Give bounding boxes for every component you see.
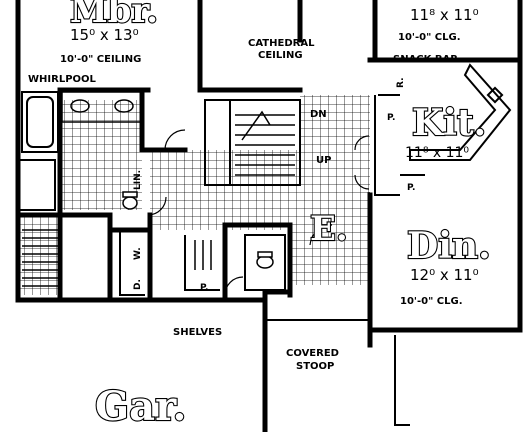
master-bedroom-name: Mbr.: [70, 0, 158, 31]
dining-dims: 12⁰ x 11⁰: [410, 266, 479, 284]
master-ceiling: 10'-0" CEILING: [60, 54, 141, 65]
kitchen-name: Kit.: [412, 102, 486, 144]
entry-name: E.: [310, 209, 348, 249]
dining-name: Din.: [407, 225, 491, 267]
top-right-dims: 11⁸ x 11⁰: [410, 6, 479, 24]
inner-walls: [20, 94, 425, 426]
door-swings: [147, 129, 370, 296]
pantry-label-a: P.: [387, 113, 395, 123]
pantry-label-c: P.: [200, 283, 208, 293]
cathedral-label-2: CEILING: [258, 50, 303, 61]
garage-name: Gar.: [95, 383, 186, 430]
vanity-sinks: [61, 91, 143, 123]
stairs: [235, 110, 295, 176]
walls: [15, 0, 523, 432]
stoop-label-1: COVERED: [286, 348, 339, 359]
top-right-ceiling: 10'-0" CLG.: [398, 32, 461, 43]
kitchen-counters: [409, 63, 512, 161]
snack-bar-label: SNACK BAR: [393, 54, 458, 65]
dryer-label: D.: [133, 279, 143, 290]
whirlpool-label: WHIRLPOOL: [28, 74, 97, 85]
linen-label: LIN.: [133, 170, 143, 190]
master-bedroom-dims: 15⁰ x 13⁰: [70, 26, 139, 44]
dining-ceiling: 10'-0" CLG.: [400, 296, 463, 307]
stoop-label-2: STOOP: [296, 361, 334, 372]
stairs-up-label: UP: [316, 155, 331, 166]
room-labels: Mbr. 15⁰ x 13⁰ 10'-0" CEILING WHIRLPOOL …: [28, 0, 492, 431]
range-label: R.: [396, 77, 406, 88]
tiled-floor: [20, 95, 370, 295]
closet-hatching: [22, 229, 212, 287]
washer-label: W.: [133, 247, 143, 260]
shelves-label: SHELVES: [173, 327, 222, 338]
cathedral-label-1: CATHEDRAL: [248, 38, 315, 49]
toilet-icon: [122, 191, 274, 269]
whirlpool-tub: [21, 91, 59, 153]
kitchen-dims: 11⁸ x 11⁰: [405, 145, 469, 161]
pantry-label-b: P.: [407, 183, 415, 193]
stairs-down-label: DN: [310, 109, 327, 120]
